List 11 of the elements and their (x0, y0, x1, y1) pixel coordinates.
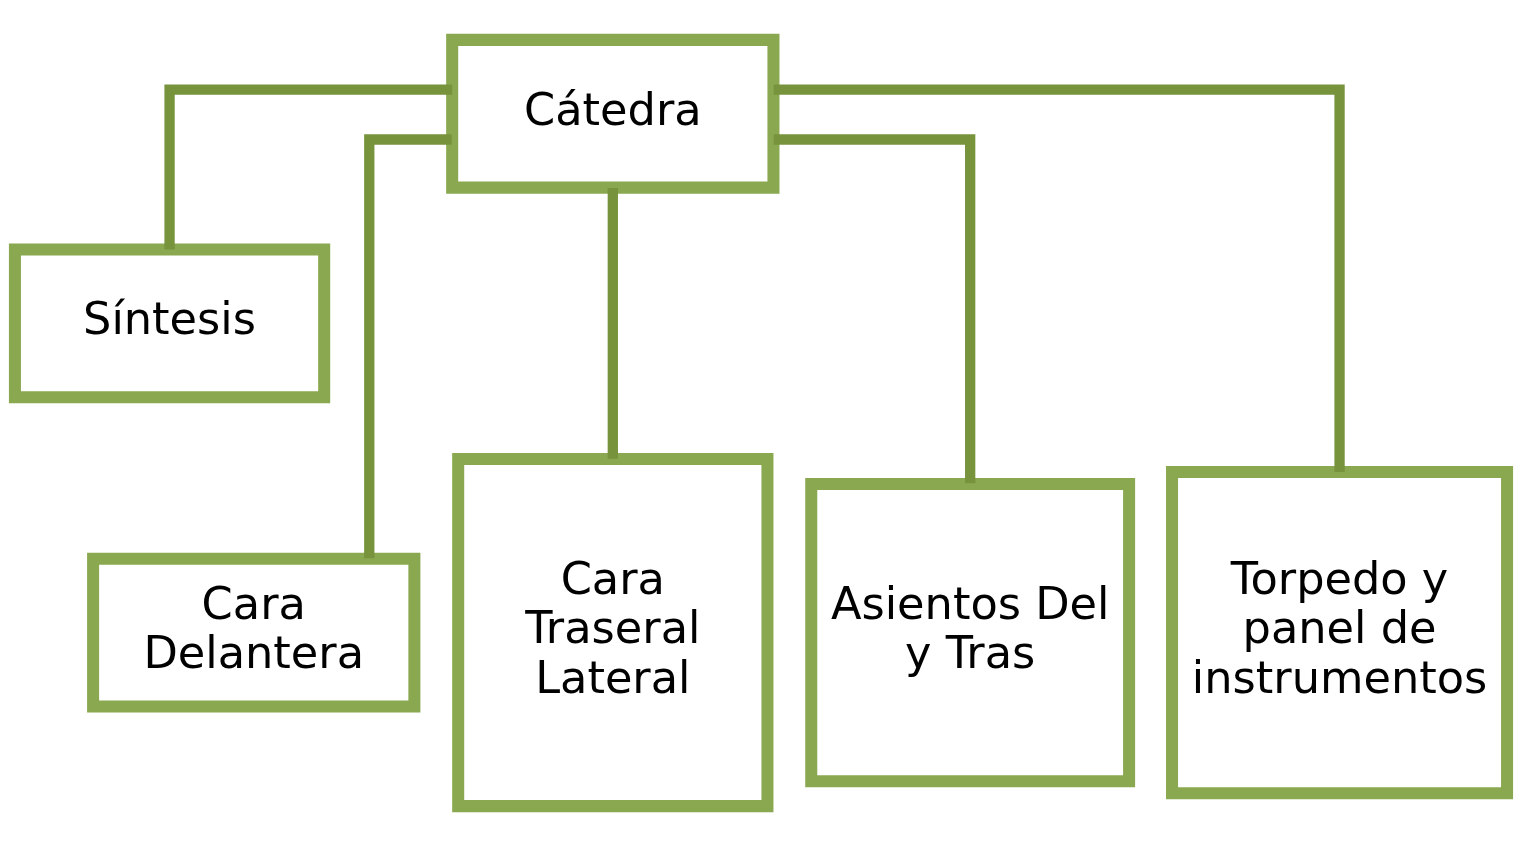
node-box: Torpedo y panel de instrumentos (1166, 465, 1514, 800)
node-box: Asientos Del y Tras (805, 477, 1136, 788)
connector (164, 84, 453, 250)
connector (364, 134, 452, 559)
node-box: Cara Traseral Lateral (452, 453, 774, 813)
connector (773, 134, 976, 484)
node-box: Cátedra (446, 33, 780, 194)
connector (773, 84, 1345, 472)
connector (607, 188, 618, 459)
node-box: Cara Delantera (87, 552, 421, 713)
node-box: Síntesis (8, 243, 331, 404)
